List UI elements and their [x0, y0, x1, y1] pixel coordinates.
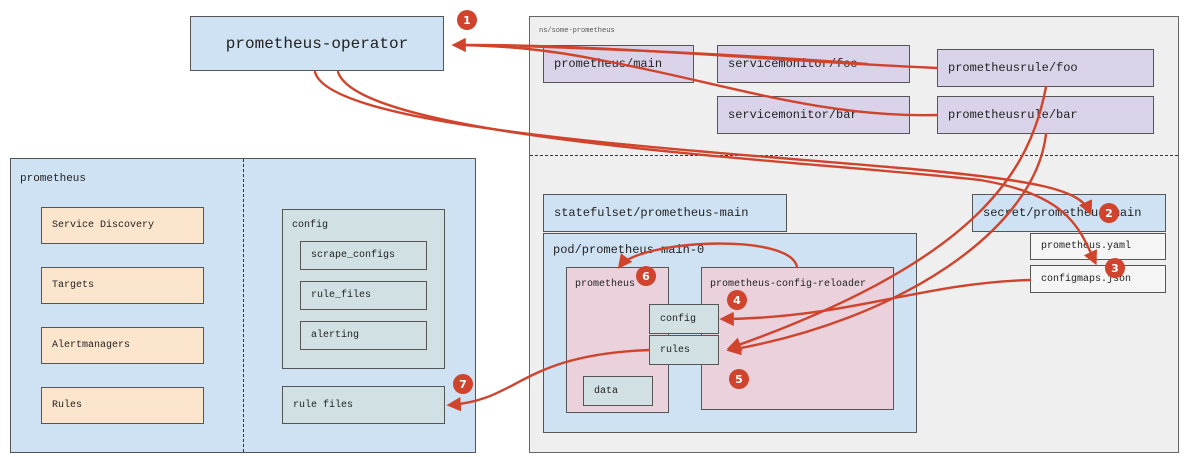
- secret-item-prometheus-yaml: prometheus.yaml: [1030, 233, 1166, 260]
- component-service-discovery-label: Service Discovery: [52, 220, 155, 231]
- step-badge-1: 1: [457, 10, 477, 30]
- container-prometheus-data: data: [583, 376, 653, 406]
- component-targets: Targets: [41, 267, 204, 304]
- step-badge-2: 2: [1099, 203, 1119, 223]
- container-prometheus-data-label: data: [594, 385, 619, 397]
- secret-item-prometheus-yaml-label: prometheus.yaml: [1041, 241, 1132, 252]
- container-config-reloader: prometheus-config-reloader: [701, 267, 894, 410]
- step-badge-7: 7: [453, 374, 473, 394]
- statefulset-box: statefulset/prometheus-main: [543, 194, 787, 232]
- resource-servicemonitor-bar-label: servicemonitor/bar: [728, 108, 858, 122]
- resource-prometheusrule-foo-label: prometheusrule/foo: [948, 61, 1078, 75]
- step-badge-6: 6: [636, 266, 656, 286]
- prometheus-operator-box: prometheus-operator: [190, 16, 444, 71]
- config-item-rule-files-label: rule_files: [311, 290, 372, 301]
- component-targets-label: Targets: [52, 280, 95, 291]
- container-config-reloader-label: prometheus-config-reloader: [710, 279, 867, 290]
- config-item-alerting: alerting: [300, 321, 427, 350]
- secret-item-configmaps-json-label: configmaps.json: [1041, 273, 1132, 285]
- rule-files-box: rule files: [282, 386, 445, 424]
- component-rules-label: Rules: [52, 400, 83, 411]
- namespace-divider: [530, 155, 1178, 156]
- component-rules: Rules: [41, 387, 204, 424]
- secret-box: secret/prometheus-main: [972, 194, 1166, 232]
- resource-servicemonitor-foo-label: servicemonitor/foo: [728, 57, 858, 71]
- volume-config: config: [649, 304, 719, 334]
- config-box-label: config: [292, 220, 329, 231]
- resource-prometheusrule-bar-label: prometheusrule/bar: [948, 108, 1078, 122]
- resource-prometheus-main: prometheus/main: [543, 45, 694, 83]
- prometheus-panel-label: prometheus: [20, 173, 87, 185]
- volume-rules-label: rules: [660, 344, 691, 356]
- component-alertmanagers: Alertmanagers: [41, 327, 204, 364]
- namespace-label: ns/some-prometheus: [539, 27, 615, 35]
- config-item-scrape-configs-label: scrape_configs: [311, 250, 396, 261]
- secret-item-configmaps-json: configmaps.json: [1030, 265, 1166, 293]
- volume-config-label: config: [660, 313, 697, 325]
- step-badge-4: 4: [727, 290, 747, 310]
- container-prometheus-label: prometheus: [575, 279, 636, 290]
- config-item-rule-files: rule_files: [300, 281, 427, 310]
- step-badge-5: 5: [729, 369, 749, 389]
- resource-prometheus-main-label: prometheus/main: [554, 57, 663, 71]
- volume-rules: rules: [649, 335, 719, 365]
- resource-prometheusrule-bar: prometheusrule/bar: [937, 96, 1154, 134]
- config-item-alerting-label: alerting: [311, 330, 360, 341]
- prometheus-operator-label: prometheus-operator: [225, 34, 409, 53]
- resource-servicemonitor-bar: servicemonitor/bar: [717, 96, 910, 134]
- statefulset-label: statefulset/prometheus-main: [554, 206, 749, 220]
- resource-servicemonitor-foo: servicemonitor/foo: [717, 45, 910, 83]
- rule-files-label: rule files: [293, 399, 354, 411]
- resource-prometheusrule-foo: prometheusrule/foo: [937, 49, 1154, 87]
- step-badge-3: 3: [1105, 258, 1125, 278]
- pod-label: pod/prometheus-main-0: [553, 243, 705, 257]
- component-service-discovery: Service Discovery: [41, 207, 204, 244]
- component-alertmanagers-label: Alertmanagers: [52, 340, 131, 351]
- prometheus-panel-divider: [243, 159, 244, 452]
- config-item-scrape-configs: scrape_configs: [300, 241, 427, 270]
